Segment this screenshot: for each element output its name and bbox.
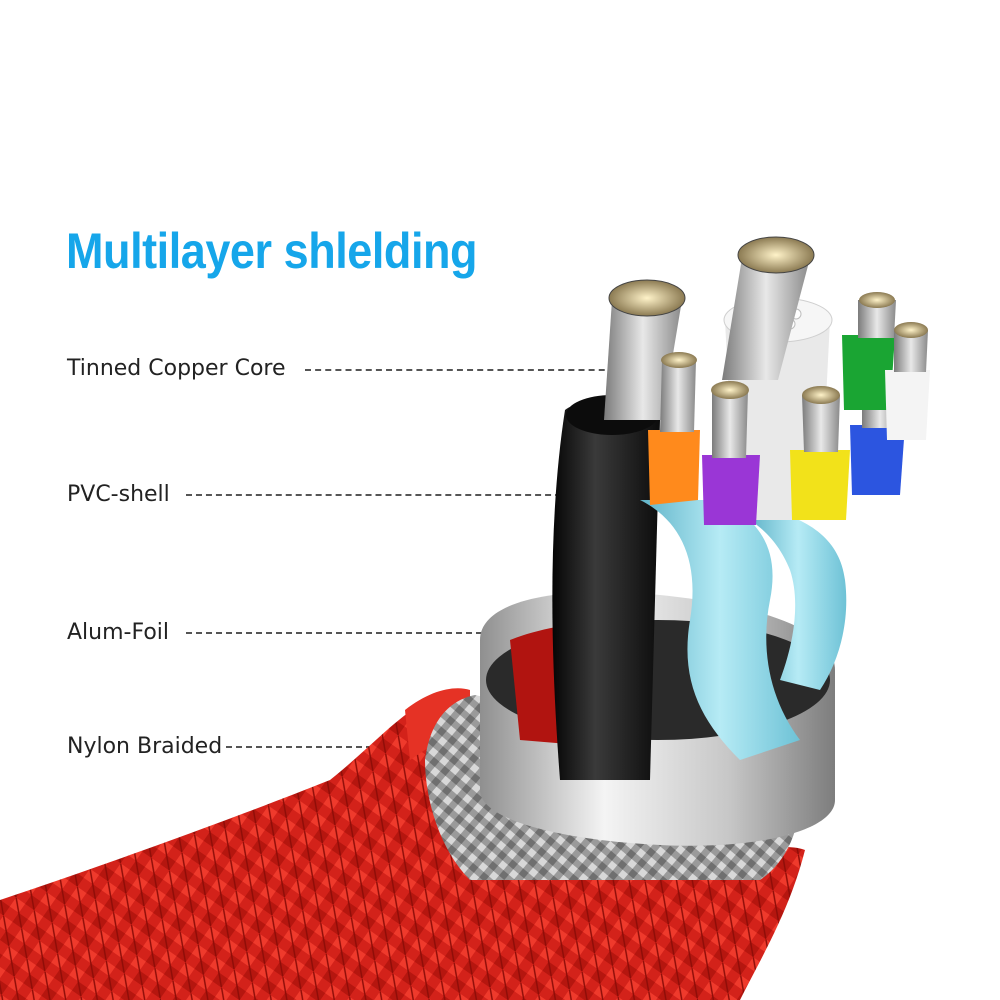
headline-title: Multilayer shlelding <box>66 223 478 279</box>
label-pvc-shell: PVC-shell <box>67 482 170 507</box>
ribbon-insulation <box>640 500 800 760</box>
white-wire <box>885 322 930 440</box>
yellow-wire <box>790 386 850 520</box>
label-nylon-braided: Nylon Braided <box>67 734 223 759</box>
label-tinned-copper-core: Tinned Copper Core <box>67 356 286 381</box>
purple-wire <box>702 381 760 525</box>
leader-line-core <box>305 369 625 371</box>
leader-line-foil <box>186 632 582 634</box>
orange-wire <box>648 352 700 505</box>
nylon-braid-sleeve <box>0 690 805 1000</box>
green-wire <box>842 292 896 410</box>
leader-line-braid <box>226 746 412 748</box>
black-pvc-wire <box>552 399 660 780</box>
tinned-copper-core-top <box>722 236 815 380</box>
label-alum-foil: Alum-Foil <box>67 620 170 645</box>
leader-line-pvc <box>186 494 581 496</box>
